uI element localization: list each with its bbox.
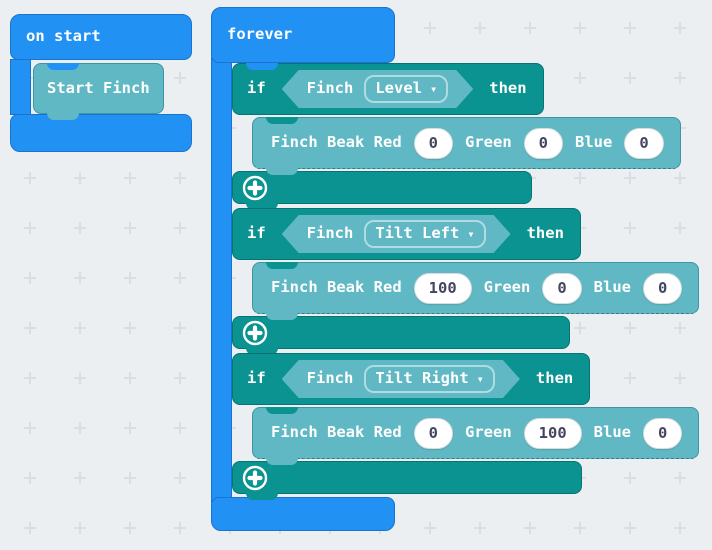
dropdown-caret-icon: ▾: [476, 372, 484, 386]
puzzle-tab: [266, 458, 298, 465]
condition-object-label: Finch: [306, 224, 354, 243]
blue-value-input[interactable]: 0: [643, 417, 683, 449]
beak-green-label: Green: [465, 423, 512, 442]
finch-condition-hexagon[interactable]: Finch Level ▾: [282, 70, 474, 108]
on-start-spine: [10, 59, 31, 115]
forever-block[interactable]: forever if Finch Level ▾ then Fi: [211, 7, 711, 531]
on-start-footer: [10, 114, 192, 152]
blue-value-input[interactable]: 0: [643, 272, 683, 304]
beak-red-label: Finch Beak Red: [271, 133, 402, 152]
blue-value-input[interactable]: 0: [624, 127, 664, 159]
puzzle-tab: [266, 313, 298, 320]
puzzle-tab: [246, 203, 278, 210]
if-header[interactable]: if Finch Tilt Right ▾ then: [232, 353, 591, 405]
then-keyword: then: [535, 369, 574, 388]
condition-object-label: Finch: [306, 79, 354, 98]
on-start-block[interactable]: on start Start Finch: [10, 14, 192, 152]
forever-header[interactable]: forever: [211, 7, 395, 63]
if-footer: [232, 316, 570, 355]
red-value-input[interactable]: 0: [413, 417, 453, 449]
forever-footer: [211, 497, 395, 531]
puzzle-tab: [266, 168, 298, 175]
finch-beak-block[interactable]: Finch Beak Red 0 Green 100 Blue 0: [252, 407, 700, 465]
add-else-button[interactable]: [242, 465, 268, 491]
condition-dropdown[interactable]: Tilt Left ▾: [364, 220, 485, 248]
puzzle-notch: [246, 63, 278, 70]
condition-object-label: Finch: [306, 369, 354, 388]
dropdown-caret-icon: ▾: [430, 82, 438, 96]
forever-spine: [211, 57, 232, 503]
if-footer: [232, 461, 582, 500]
dropdown-caret-icon: ▾: [467, 227, 475, 241]
beak-red-label: Finch Beak Red: [271, 278, 402, 297]
beak-green-label: Green: [483, 278, 531, 297]
if-block-level[interactable]: if Finch Level ▾ then Finch Beak Red 0 G…: [232, 63, 681, 210]
on-start-header[interactable]: on start: [10, 14, 192, 60]
dropdown-value: Level: [375, 79, 423, 98]
puzzle-notch: [47, 63, 79, 70]
puzzle-tab: [246, 493, 278, 500]
green-value-input[interactable]: 0: [523, 127, 564, 159]
add-else-button[interactable]: [242, 320, 268, 346]
beak-red-label: Finch Beak Red: [271, 423, 402, 442]
green-value-input[interactable]: 100: [523, 417, 582, 449]
if-block-tilt-left[interactable]: if Finch Tilt Left ▾ then Finch Beak Red…: [232, 208, 700, 355]
if-keyword: if: [247, 369, 266, 388]
beak-blue-label: Blue: [593, 278, 631, 297]
dropdown-value: Tilt Left: [375, 224, 460, 243]
puzzle-tab: [246, 348, 278, 355]
finch-beak-block[interactable]: Finch Beak Red 0 Green 0 Blue 0: [252, 117, 681, 175]
forever-label: forever: [227, 25, 293, 44]
start-finch-block[interactable]: Start Finch: [33, 63, 164, 120]
then-keyword: then: [489, 79, 527, 98]
if-keyword: if: [247, 224, 266, 243]
finch-condition-hexagon[interactable]: Finch Tilt Left ▾: [282, 215, 511, 253]
puzzle-tab: [47, 113, 79, 120]
if-keyword: if: [247, 79, 266, 98]
if-block-tilt-right[interactable]: if Finch Tilt Right ▾ then Finch Beak Re…: [232, 353, 700, 500]
beak-green-label: Green: [465, 133, 512, 152]
condition-dropdown[interactable]: Level ▾: [364, 75, 448, 103]
if-header[interactable]: if Finch Tilt Left ▾ then: [232, 208, 581, 260]
start-finch-label: Start Finch: [47, 78, 150, 97]
if-footer: [232, 171, 532, 210]
then-keyword: then: [526, 224, 564, 243]
dropdown-value: Tilt Right: [375, 369, 469, 388]
beak-blue-label: Blue: [575, 133, 613, 152]
add-else-button[interactable]: [242, 175, 268, 201]
puzzle-notch: [266, 407, 298, 414]
red-value-input[interactable]: 100: [413, 272, 472, 304]
green-value-input[interactable]: 0: [542, 272, 582, 304]
condition-dropdown[interactable]: Tilt Right ▾: [364, 365, 495, 393]
finch-condition-hexagon[interactable]: Finch Tilt Right ▾: [282, 360, 520, 398]
puzzle-notch: [266, 117, 298, 124]
puzzle-notch: [266, 262, 298, 269]
finch-beak-block[interactable]: Finch Beak Red 100 Green 0 Blue 0: [252, 262, 700, 320]
on-start-label: on start: [26, 27, 101, 46]
red-value-input[interactable]: 0: [413, 127, 453, 159]
beak-blue-label: Blue: [593, 423, 631, 442]
if-header[interactable]: if Finch Level ▾ then: [232, 63, 544, 115]
